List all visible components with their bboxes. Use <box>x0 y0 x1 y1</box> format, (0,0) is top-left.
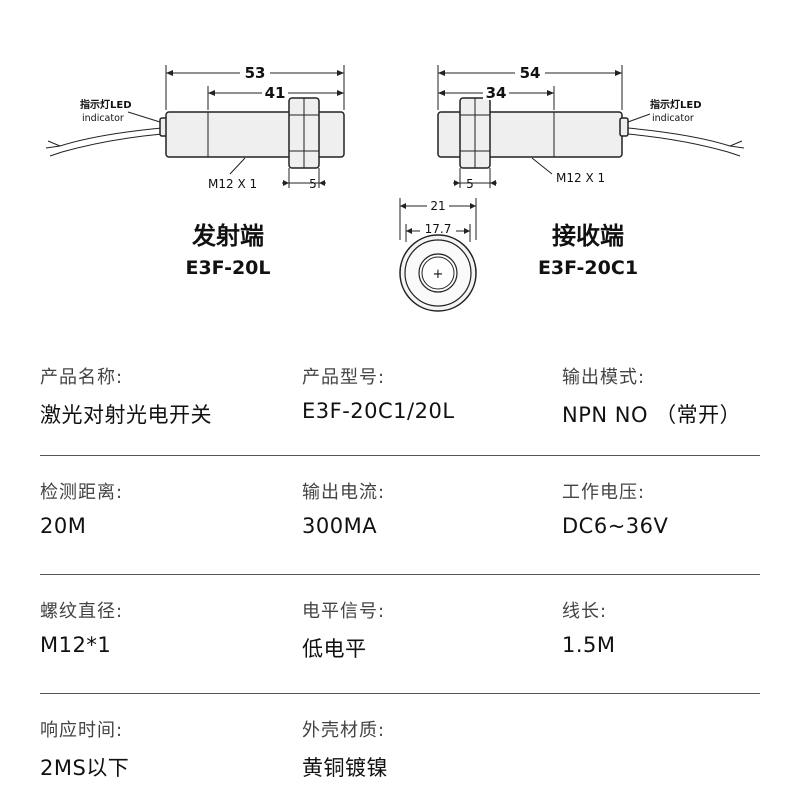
spec-label: 输出电流: <box>302 482 386 503</box>
spec-value: 2MS以下 <box>40 756 130 780</box>
receiver-indicator-en: indicator <box>652 113 694 124</box>
spec-value: 300MA <box>302 514 378 538</box>
spec-value: NPN NO （常开） <box>562 403 742 427</box>
receiver-nut-width: 5 <box>466 177 474 191</box>
spec-table: 产品名称: 激光对射光电开关 产品型号: E3F-20C1/20L 输出模式: … <box>40 345 760 812</box>
spec-value: 黄铜镀镍 <box>302 756 388 780</box>
spec-cell-level-signal: 电平信号: 低电平 <box>302 597 385 663</box>
sensor-dimension-diagram: 53 41 5 M12 X 1 指示灯LED indicator 发射端 E3F… <box>45 62 745 312</box>
front-view-drawing: 21 17.7 + <box>399 197 477 312</box>
spec-cell-cable-length: 线长: 1.5M <box>562 597 616 657</box>
receiver-name: 接收端 <box>552 222 624 250</box>
emitter-drawing: 53 41 5 M12 X 1 指示灯LED indicator 发射端 E3F… <box>45 62 345 279</box>
receiver-indicator-cn: 指示灯LED <box>650 98 702 111</box>
emitter-model: E3F-20L <box>185 257 270 279</box>
spec-label: 外壳材质: <box>302 720 386 741</box>
spec-cell-output-mode: 输出模式: NPN NO （常开） <box>562 363 741 429</box>
spec-label: 响应时间: <box>40 720 124 741</box>
emitter-body-length: 41 <box>265 84 286 102</box>
spec-label: 检测距离: <box>40 482 124 503</box>
spec-value: 20M <box>40 514 87 538</box>
spec-label: 产品型号: <box>302 367 386 388</box>
svg-text:+: + <box>433 267 444 282</box>
spec-cell-voltage: 工作电压: DC6~36V <box>562 478 668 538</box>
spec-row: 产品名称: 激光对射光电开关 产品型号: E3F-20C1/20L 输出模式: … <box>40 345 760 456</box>
spec-label: 输出模式: <box>562 367 646 388</box>
receiver-body-length: 34 <box>486 84 507 102</box>
receiver-drawing: 54 34 5 M12 X 1 指示灯LED indicator 接收端 E3F… <box>437 62 745 279</box>
emitter-name: 发射端 <box>191 222 264 250</box>
emitter-indicator-en: indicator <box>82 113 124 124</box>
spec-row: 螺纹直径: M12*1 电平信号: 低电平 线长: 1.5M <box>40 575 760 694</box>
spec-label: 螺纹直径: <box>40 601 124 622</box>
spec-value: 激光对射光电开关 <box>40 403 212 427</box>
spec-cell-model: 产品型号: E3F-20C1/20L <box>302 363 455 423</box>
receiver-model: E3F-20C1 <box>538 257 638 279</box>
spec-label: 电平信号: <box>302 601 386 622</box>
spec-cell-housing-material: 外壳材质: 黄铜镀镍 <box>302 716 388 782</box>
spec-value: 1.5M <box>562 633 616 657</box>
spec-cell-detect-distance: 检测距离: 20M <box>40 478 123 538</box>
spec-value: M12*1 <box>40 633 112 657</box>
spec-value: DC6~36V <box>562 514 669 538</box>
spec-label: 线长: <box>562 601 608 622</box>
spec-label: 工作电压: <box>562 482 646 503</box>
spec-cell-product-name: 产品名称: 激光对射光电开关 <box>40 363 212 429</box>
spec-cell-thread: 螺纹直径: M12*1 <box>40 597 123 657</box>
emitter-thread-label: M12 X 1 <box>208 177 257 191</box>
spec-cell-response-time: 响应时间: 2MS以下 <box>40 716 129 782</box>
spec-cell-output-current: 输出电流: 300MA <box>302 478 385 538</box>
spec-row: 响应时间: 2MS以下 外壳材质: 黄铜镀镍 <box>40 694 760 812</box>
spec-label: 产品名称: <box>40 367 124 388</box>
front-inner-diameter: 17.7 <box>425 222 452 236</box>
receiver-thread-label: M12 X 1 <box>556 171 605 185</box>
receiver-total-length: 54 <box>520 64 541 82</box>
emitter-indicator-cn: 指示灯LED <box>80 98 132 111</box>
spec-value: E3F-20C1/20L <box>302 399 455 423</box>
spec-value: 低电平 <box>302 637 367 661</box>
emitter-nut-width: 5 <box>309 177 317 191</box>
emitter-total-length: 53 <box>245 64 266 82</box>
front-outer-diameter: 21 <box>430 199 445 213</box>
spec-row: 检测距离: 20M 输出电流: 300MA 工作电压: DC6~36V <box>40 456 760 575</box>
